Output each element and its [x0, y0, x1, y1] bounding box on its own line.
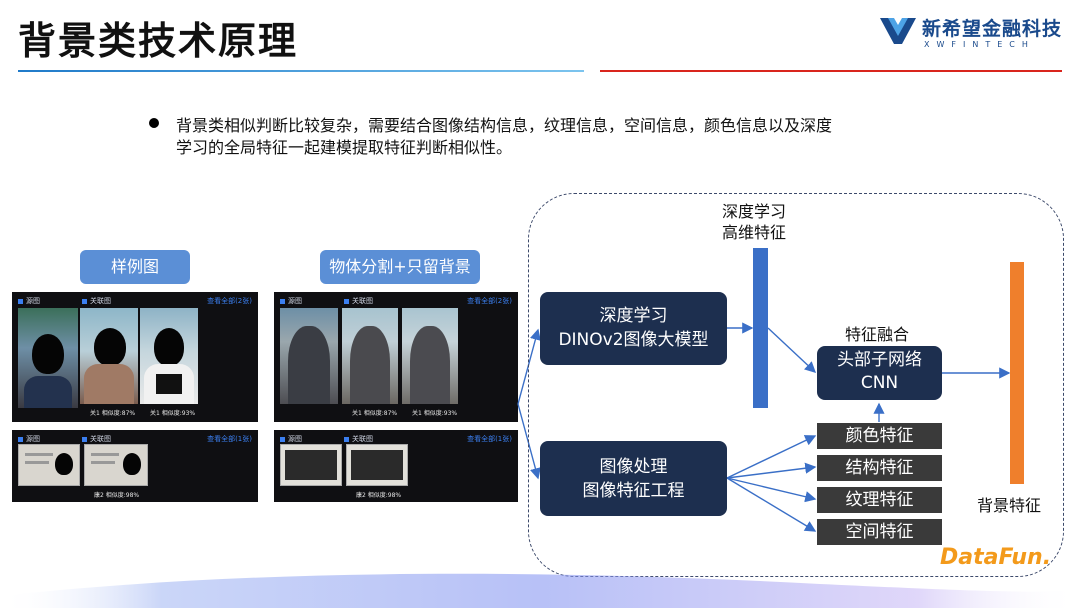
cnn-box: 头部子网络 CNN	[817, 346, 942, 400]
color-feature-box: 颜色特征	[817, 423, 942, 449]
dl-feature-line2: 高维特征	[722, 222, 786, 243]
background-feature-bar	[1010, 262, 1024, 484]
dl-model-box: 深度学习 DINOv2图像大模型	[540, 292, 727, 365]
dl-feature-label: 深度学习 高维特征	[722, 201, 786, 243]
dl-feature-bar	[753, 248, 768, 408]
spatial-feature-box: 空间特征	[817, 519, 942, 545]
ip-line1: 图像处理	[540, 455, 727, 479]
texture-feature-box: 纹理特征	[817, 487, 942, 513]
image-processing-box: 图像处理 图像特征工程	[540, 441, 727, 516]
dl-model-line1: 深度学习	[540, 304, 727, 328]
background-feature-label: 背景特征	[977, 492, 1041, 516]
cnn-line2: CNN	[817, 372, 942, 395]
dl-model-line2: DINOv2图像大模型	[540, 328, 727, 352]
datafun-logo: DataFun.	[940, 545, 1051, 570]
footer-wave	[0, 560, 1080, 608]
feature-fusion-label: 特征融合	[845, 321, 909, 345]
ip-line2: 图像特征工程	[540, 479, 727, 503]
pipeline-dashed-frame	[528, 193, 1064, 577]
cnn-line1: 头部子网络	[817, 349, 942, 372]
dl-feature-line1: 深度学习	[722, 201, 786, 222]
structure-feature-box: 结构特征	[817, 455, 942, 481]
